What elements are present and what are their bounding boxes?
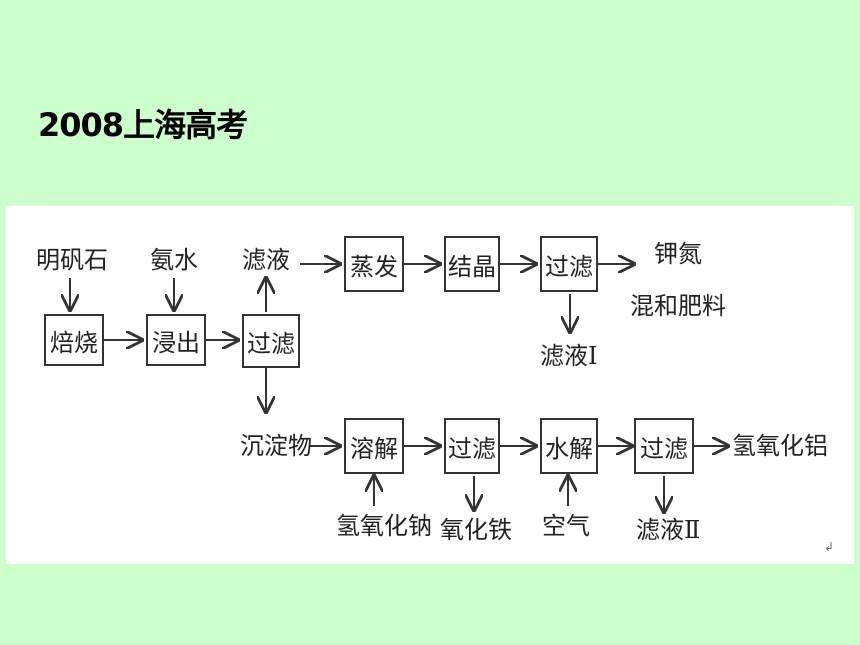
input-ammonia: 氨水 [150,246,198,274]
return-mark-icon: ↲ [824,540,835,554]
page-title: 2008上海高考 [38,106,248,144]
step-filter1-box: 过滤 [242,314,300,368]
iron-oxide-label: 氧化铁 [440,516,512,544]
flow-arrows [6,206,854,564]
step-leach-box: 浸出 [146,314,206,366]
product-fertilizer-line2: 混和肥料 [630,292,726,320]
precipitate-label: 沉淀物 [240,432,312,460]
step-dissolve-box: 溶解 [344,418,404,474]
product-aluminum-hydroxide: 氢氧化铝 [732,432,828,460]
step-filter2-box: 过滤 [540,236,598,292]
product-fertilizer-line1: 钾氮 [654,240,702,268]
step-roast-box: 焙烧 [44,314,104,366]
step-filter4-box: 过滤 [634,418,694,474]
step-filter3-box: 过滤 [444,418,500,474]
input-alum-stone: 明矾石 [36,246,108,274]
input-air: 空气 [542,512,590,540]
input-sodium-hydroxide: 氢氧化钠 [336,512,432,540]
filtrate-label: 滤液 [242,246,290,274]
step-hydrolyze-box: 水解 [540,418,598,474]
flowchart-panel: 明矾石 氨水 滤液 焙烧 浸出 过滤 蒸发 结晶 过滤 钾氮 混和肥料 滤液Ⅰ … [6,206,854,564]
filtrate-i-label: 滤液Ⅰ [540,342,598,370]
step-crystallize-box: 结晶 [444,236,500,292]
step-evaporate-box: 蒸发 [344,236,404,292]
filtrate-ii-label: 滤液Ⅱ [636,516,701,544]
